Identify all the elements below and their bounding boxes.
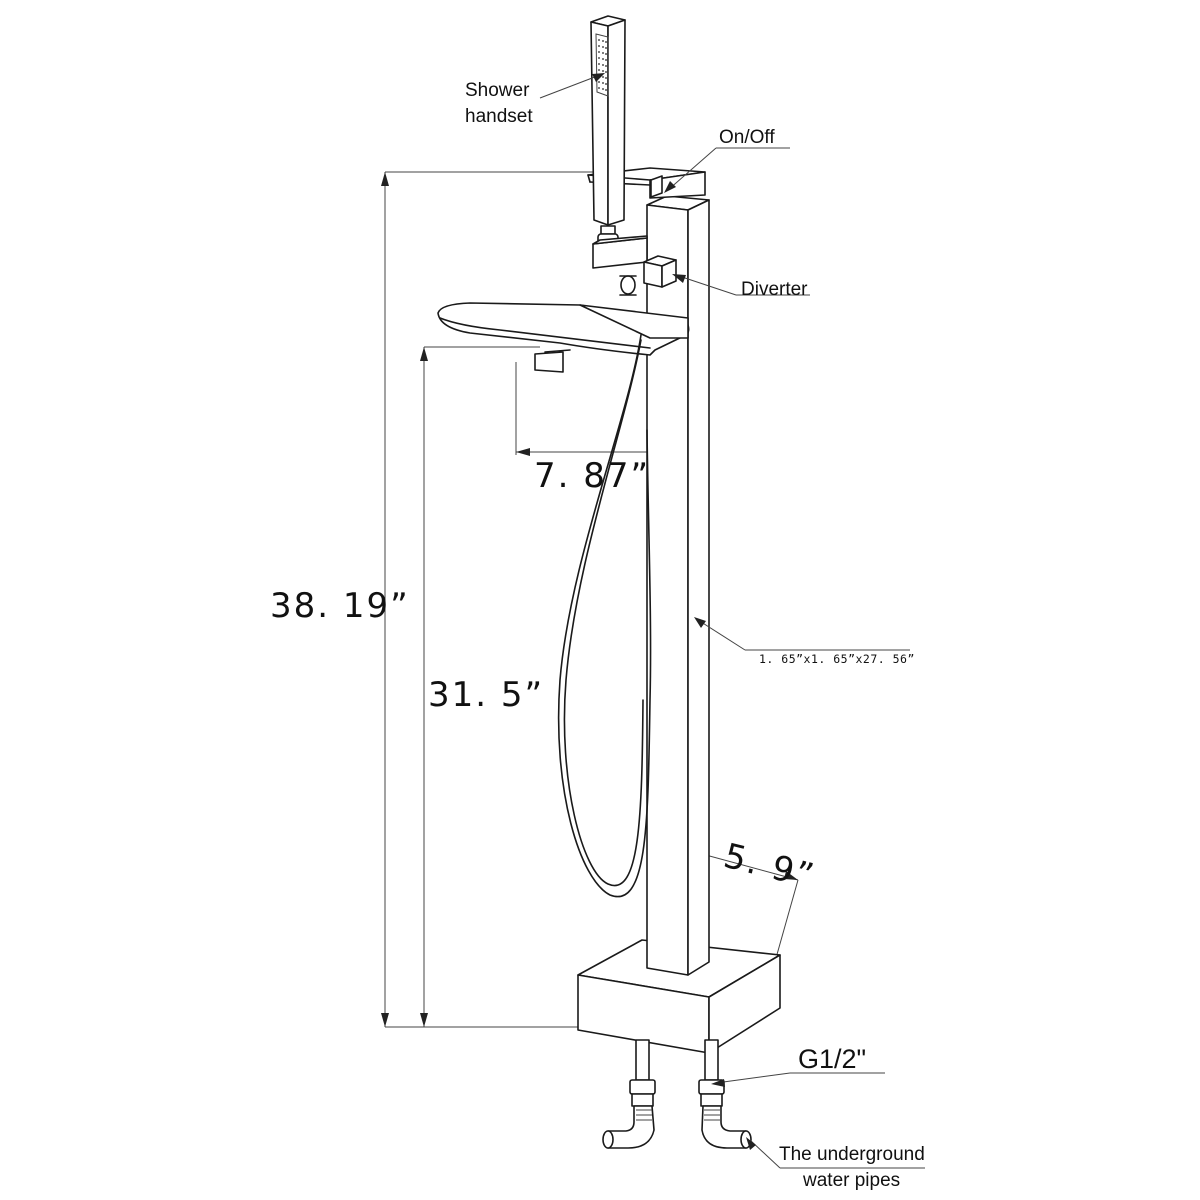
main-column — [646, 195, 710, 976]
callout-pipe-thread — [711, 1072, 885, 1087]
callout-on-off — [664, 147, 790, 193]
label-water-pipes-1: The underground — [779, 1144, 925, 1165]
callout-diverter — [672, 274, 810, 296]
callout-water-pipes — [746, 1137, 925, 1169]
dimension-total-height-value: 38. 19” — [270, 586, 410, 626]
dimension-spout-reach-value: 7. 87” — [534, 456, 650, 496]
faucet-body — [437, 15, 781, 1149]
label-pipe-thread: G1/2" — [798, 1044, 866, 1074]
dimension-total-height — [381, 171, 610, 1028]
dimension-column-size-value: 1. 65”x1. 65”x27. 56” — [759, 652, 915, 666]
dimension-spout-height — [420, 346, 540, 1027]
callout-shower-handset — [539, 73, 605, 99]
label-water-pipes-2: water pipes — [802, 1170, 900, 1191]
label-diverter: Diverter — [741, 279, 808, 300]
label-on-off: On/Off — [719, 127, 775, 148]
label-shower-handset-2: handset — [465, 106, 533, 127]
underground-pipes — [602, 1039, 752, 1149]
shower-handset — [590, 15, 626, 245]
label-shower-handset-1: Shower — [465, 80, 530, 101]
waterfall-spout — [437, 302, 690, 373]
shower-hose — [557, 334, 652, 898]
dimension-spout-height-value: 31. 5” — [428, 675, 544, 715]
diverter-arm — [592, 235, 677, 296]
dimension-base-size-value: 5. 9” — [720, 836, 819, 897]
floor-base — [577, 939, 781, 1054]
callout-column — [694, 617, 910, 651]
